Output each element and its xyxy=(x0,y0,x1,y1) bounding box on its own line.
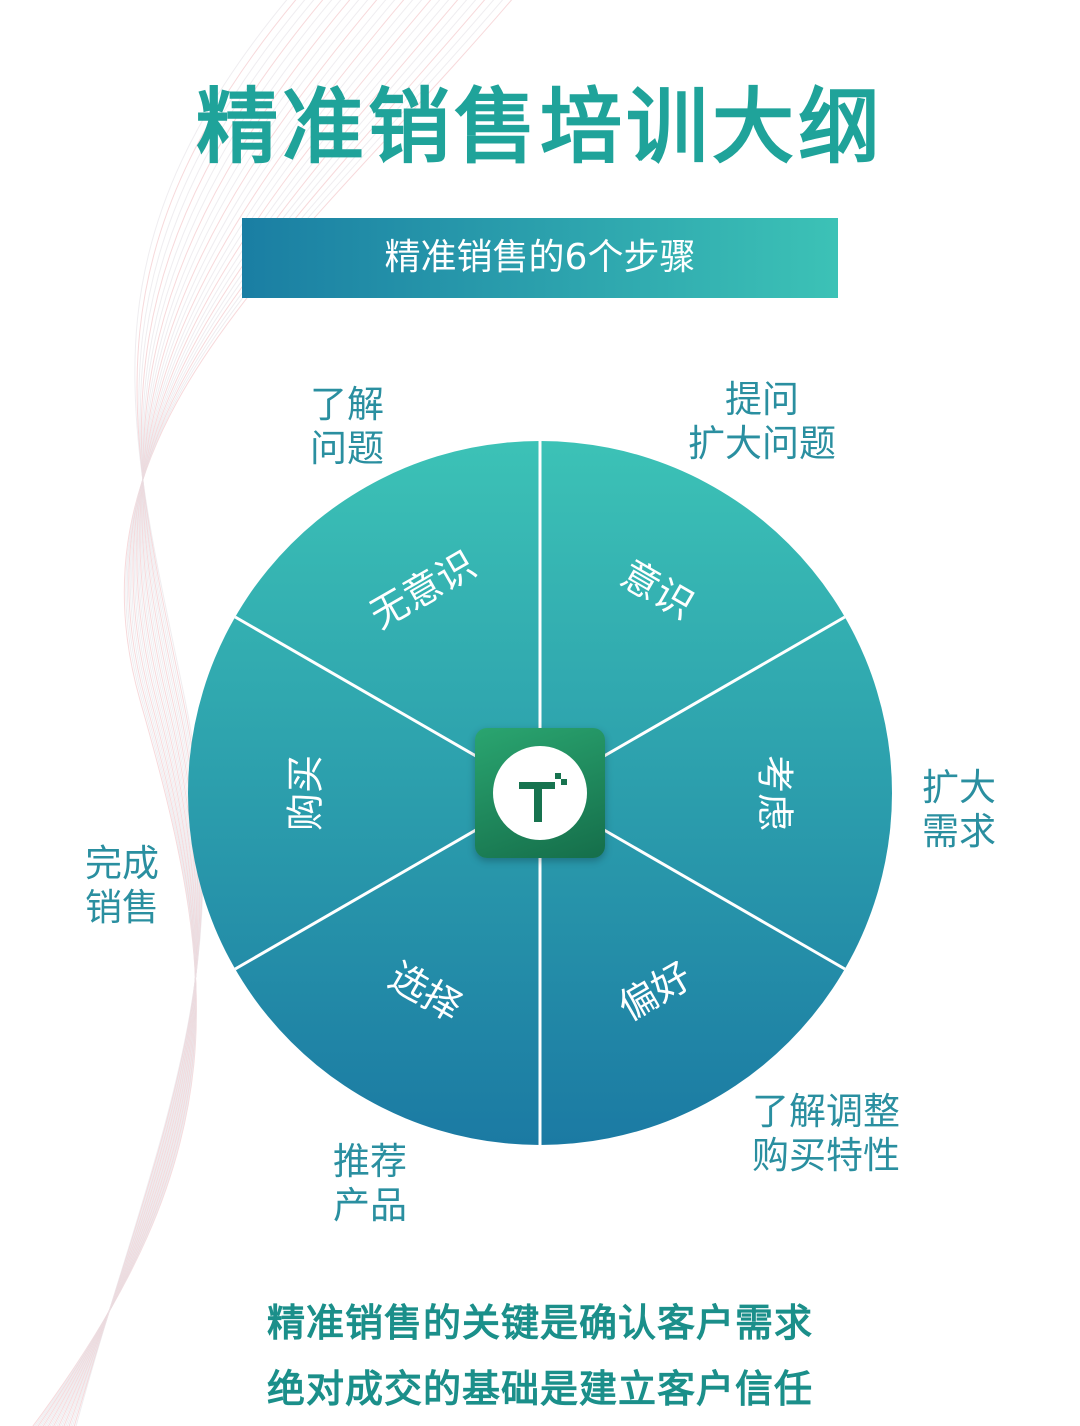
logo-dot xyxy=(561,779,567,785)
background-wave-line xyxy=(35,0,495,1426)
background-wave-line xyxy=(44,0,450,1426)
outer-label-complete-sale: 完成 销售 xyxy=(85,842,159,929)
background-wave-line xyxy=(40,0,468,1426)
outer-label-adjust-purchase-traits: 了解调整 购买特性 xyxy=(752,1090,900,1177)
outer-label-ask-expand-problem: 提问 扩大问题 xyxy=(688,378,836,465)
background-wave-line xyxy=(56,0,387,1426)
t-app-icon xyxy=(475,728,605,858)
footer-line-1: 精准销售的关键是确认客户需求 xyxy=(266,1301,813,1345)
background-wave-line xyxy=(49,0,423,1426)
outer-label-understand-problem: 了解 问题 xyxy=(310,383,384,470)
logo-dot xyxy=(555,773,561,779)
page-title: 精准销售培训大纲 xyxy=(195,80,884,175)
background-wave-line xyxy=(72,0,306,1426)
steps-banner: 精准销售的6个步骤 xyxy=(242,218,838,298)
background-wave-line xyxy=(75,0,288,1426)
background-wave-line xyxy=(37,0,486,1426)
background-wave-line xyxy=(63,0,351,1426)
background-wave-line xyxy=(42,0,459,1426)
background-wave-line xyxy=(58,0,378,1426)
background-wave-line xyxy=(70,0,315,1426)
logo-t-stem xyxy=(534,782,542,822)
background-wave-line xyxy=(68,0,324,1426)
background-wave-line xyxy=(39,0,477,1426)
background-wave-line xyxy=(60,0,369,1426)
background-wave-line xyxy=(73,0,297,1426)
background-wave-line xyxy=(66,0,333,1426)
wheel-segment-label: 考虑 xyxy=(753,755,797,831)
background-wave-line xyxy=(53,0,405,1426)
outer-label-recommend-product: 推荐 产品 xyxy=(333,1140,407,1227)
background-wave-line xyxy=(61,0,360,1426)
wheel-segment-label: 购买 xyxy=(284,755,328,831)
background-wave-line xyxy=(65,0,342,1426)
background-wave-line xyxy=(34,0,504,1426)
footer-line-2: 绝对成交的基础是建立客户信任 xyxy=(266,1367,813,1411)
background-wave-line xyxy=(54,0,396,1426)
background-wave-line xyxy=(46,0,441,1426)
background-wave-line xyxy=(32,0,513,1426)
background-wave-line xyxy=(51,0,414,1426)
logo-circle xyxy=(493,746,587,840)
background-wave-line xyxy=(47,0,432,1426)
outer-label-expand-needs: 扩大 需求 xyxy=(922,766,996,853)
